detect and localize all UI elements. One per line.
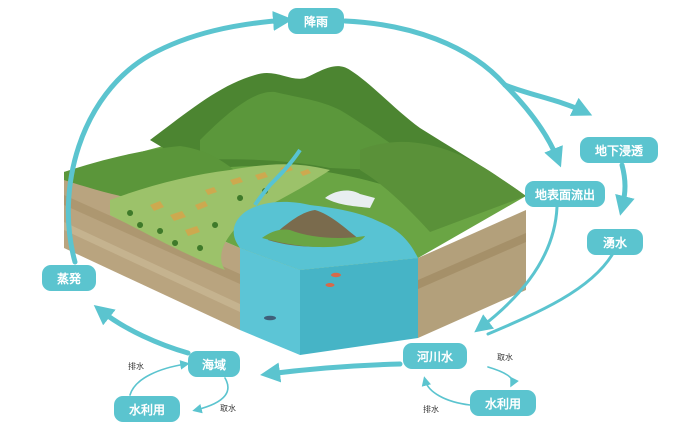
arrow-rain-right: [342, 18, 508, 88]
port-structure: [325, 190, 375, 208]
intake-right-text: 取水: [497, 353, 513, 362]
arrow-right-intake: [487, 366, 519, 388]
runoff-label: 地表面流出: [525, 181, 605, 207]
water-use-left-label: 水利用: [114, 396, 180, 422]
town-area: [110, 164, 330, 270]
fish-icon: [331, 272, 341, 278]
arrow-river-to-sea: [260, 361, 403, 383]
discharge-left-text: 排水: [128, 362, 144, 371]
soil-right-layer: [418, 233, 526, 289]
sea-front-right: [300, 258, 418, 355]
landscape-block: [64, 66, 526, 355]
sea-label: 海域: [188, 351, 240, 377]
soil-left-layer: [64, 195, 240, 284]
arrow-spring-to-river: [486, 253, 614, 336]
sea-front-left: [240, 248, 300, 355]
rain-label: 降雨: [288, 8, 344, 34]
fish-icon-2: [325, 283, 335, 287]
river: [253, 148, 302, 207]
soil-right-side: [418, 210, 526, 338]
soil-left-layer-2: [64, 222, 240, 312]
arrow-right-discharge: [421, 376, 471, 406]
evaporation-label: 蒸発: [42, 265, 96, 291]
arrow-rain-to-runoff: [502, 82, 563, 168]
arrow-sea-to-evaporation: [93, 305, 191, 356]
right-forest-hills: [360, 141, 526, 232]
discharge-right-text: 排水: [423, 405, 439, 414]
arrow-runoff-to-river: [474, 205, 559, 333]
cycle-arrows: [65, 10, 635, 414]
infiltration-label: 地下浸透: [580, 137, 658, 163]
intake-left-text: 取水: [220, 404, 236, 413]
arrow-infiltration-to-spring: [615, 162, 635, 216]
arrow-left-discharge: [129, 360, 190, 396]
arrow-left-intake: [192, 377, 229, 414]
arrow-evaporation-to-rain: [65, 10, 293, 265]
water-use-right-label: 水利用: [470, 390, 536, 416]
island-green: [262, 229, 365, 248]
river-label: 河川水: [403, 343, 467, 369]
fish-icon-3: [264, 315, 276, 321]
spring-label: 湧水: [587, 229, 643, 255]
arrow-rain-to-infiltration: [502, 82, 593, 116]
